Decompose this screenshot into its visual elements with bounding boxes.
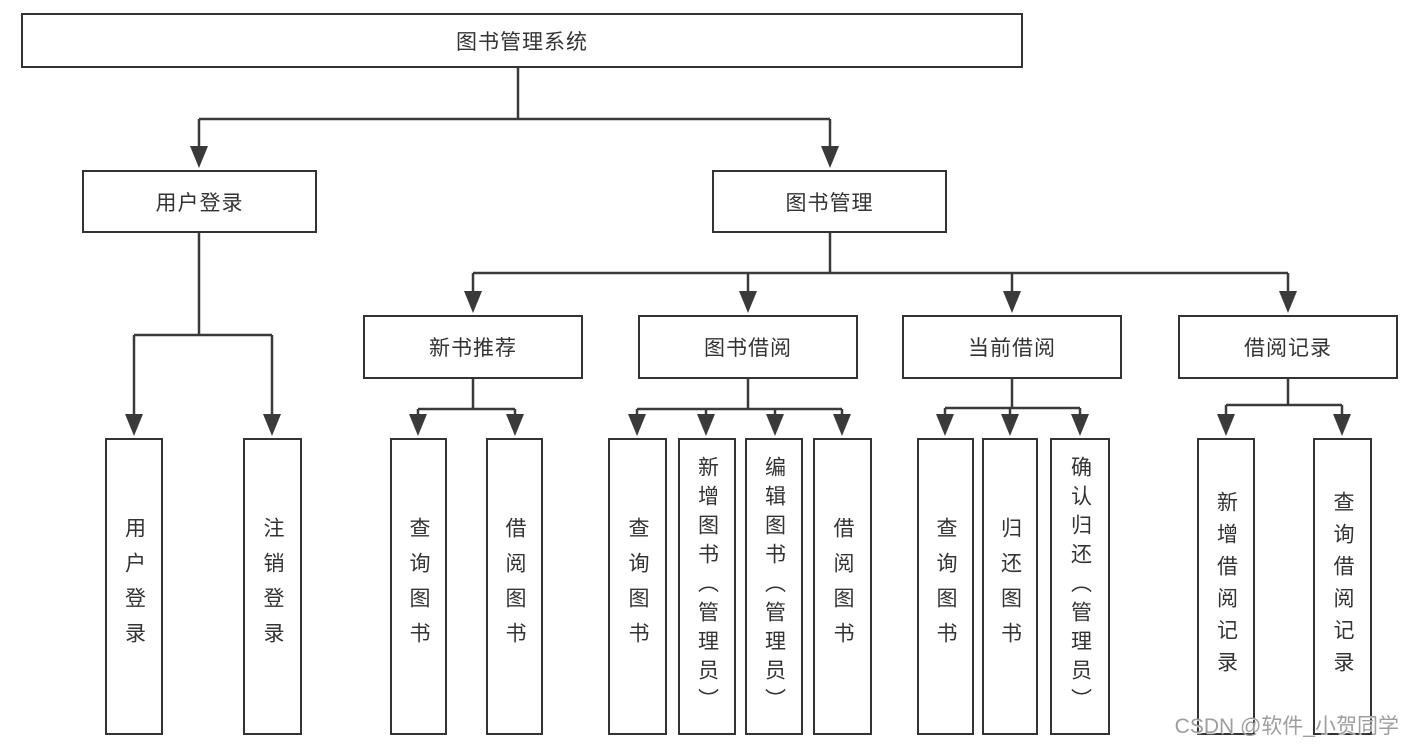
node-root: 图书管理系统 [21, 13, 1023, 68]
node-label: 确认归还（管理员） [1068, 456, 1092, 717]
node-book-borrowing: 图书借阅 [638, 315, 858, 379]
arrow-head-icon [190, 146, 208, 168]
node-label: 查询图书 [407, 516, 430, 657]
node-label: 编辑图书（管理员） [762, 456, 786, 717]
node-leaf-nbr-borrow-book: 借阅图书 [486, 438, 543, 735]
node-leaf-cb-return-book: 归还图书 [982, 438, 1038, 735]
node-label: 注销登录 [261, 516, 284, 657]
node-label: 查询借阅记录 [1331, 490, 1354, 683]
node-leaf-user-login: 用户登录 [105, 438, 163, 735]
node-leaf-bb-query-book: 查询图书 [608, 438, 667, 735]
arrow-head-icon [1279, 291, 1297, 313]
node-leaf-cb-confirm-return: 确认归还（管理员） [1050, 438, 1110, 735]
node-book-management: 图书管理 [712, 170, 947, 233]
arrow-head-icon [628, 414, 646, 436]
node-leaf-bb-edit-book: 编辑图书（管理员） [745, 438, 803, 735]
node-current-borrowing: 当前借阅 [902, 315, 1122, 379]
node-label: 图书管理 [785, 191, 874, 215]
node-leaf-bb-add-book: 新增图书（管理员） [678, 438, 736, 735]
node-leaf-nbr-query-book: 查询图书 [390, 438, 447, 735]
arrow-head-icon [766, 414, 784, 436]
arrow-head-icon [263, 414, 281, 436]
node-leaf-bb-borrow-book: 借阅图书 [813, 438, 872, 735]
arrow-head-icon [1001, 414, 1019, 436]
node-label: 图书管理系统 [456, 30, 588, 54]
node-label: 借阅图书 [831, 516, 854, 657]
arrow-head-icon [697, 414, 715, 436]
node-leaf-user-logout: 注销登录 [243, 438, 302, 735]
node-label: 用户登录 [122, 516, 146, 657]
node-leaf-cb-query-book: 查询图书 [917, 438, 974, 735]
node-leaf-br-add-record: 新增借阅记录 [1197, 438, 1255, 735]
node-label: 图书借阅 [704, 337, 792, 360]
node-label: 新增图书（管理员） [695, 456, 719, 717]
node-new-book-recommend: 新书推荐 [363, 315, 583, 379]
arrow-head-icon [821, 146, 839, 168]
arrow-head-icon [833, 414, 851, 436]
node-label: 新增借阅记录 [1214, 490, 1238, 683]
arrow-head-icon [936, 414, 954, 436]
arrow-head-icon [506, 414, 524, 436]
arrow-head-icon [1217, 414, 1235, 436]
node-label: 查询图书 [934, 516, 957, 657]
node-borrowing-records: 借阅记录 [1178, 315, 1398, 379]
arrow-head-icon [1071, 414, 1089, 436]
node-leaf-br-query-record: 查询借阅记录 [1313, 438, 1372, 735]
arrow-head-icon [1003, 291, 1021, 313]
arrow-head-icon [125, 414, 143, 436]
node-label: 借阅图书 [503, 516, 526, 657]
node-label: 借阅记录 [1244, 337, 1332, 360]
arrow-head-icon [409, 414, 427, 436]
node-label: 查询图书 [626, 516, 649, 657]
arrow-head-icon [1333, 414, 1351, 436]
node-user-login: 用户登录 [82, 170, 317, 233]
arrow-head-icon [464, 291, 482, 313]
node-label: 当前借阅 [968, 337, 1056, 360]
node-label: 用户登录 [155, 191, 244, 215]
node-label: 新书推荐 [429, 337, 517, 360]
arrow-head-icon [739, 291, 757, 313]
node-label: 归还图书 [998, 516, 1022, 657]
watermark-text: CSDN @软件_小贺同学 [1174, 715, 1399, 738]
